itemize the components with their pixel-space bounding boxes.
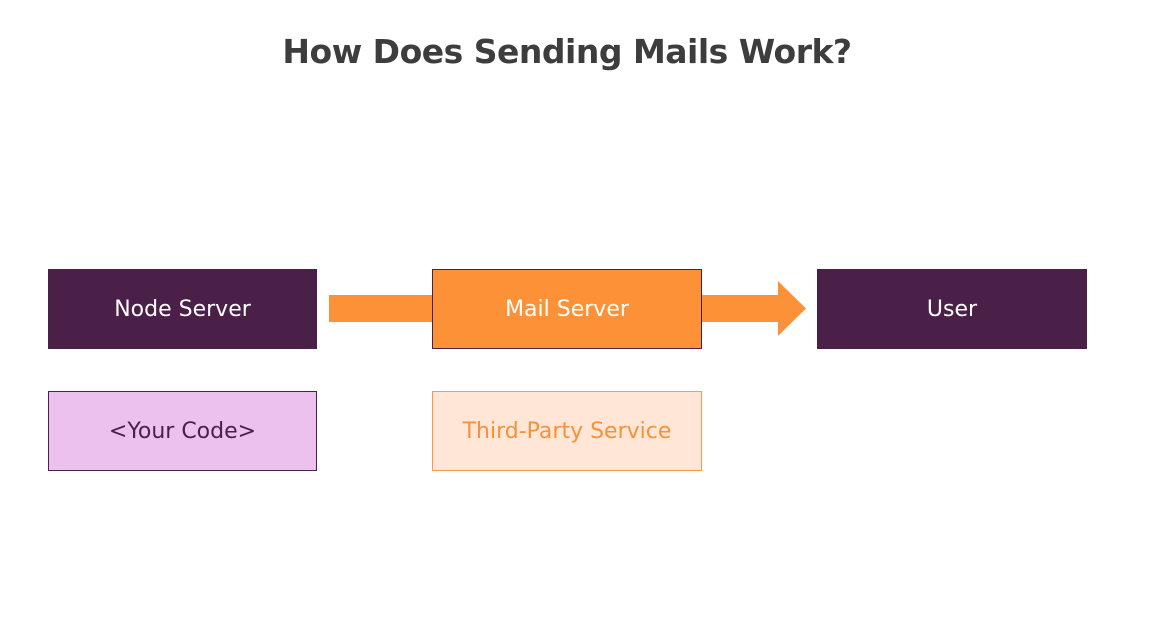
user-label: User — [926, 296, 978, 322]
slide-title: How Does Sending Mails Work? — [282, 32, 852, 71]
mail-server-label: Mail Server — [505, 296, 629, 322]
node-server-label: Node Server — [114, 296, 251, 322]
your-code-label: <Your Code> — [108, 418, 257, 444]
node-server-box: Node Server — [48, 269, 317, 349]
third-party-service-box: Third-Party Service — [432, 391, 702, 471]
mail-server-box: Mail Server — [432, 269, 702, 349]
your-code-box: <Your Code> — [48, 391, 317, 471]
third-party-service-label: Third-Party Service — [462, 418, 672, 444]
arrow-mail-to-user — [702, 281, 806, 336]
connector-node-to-mail — [329, 295, 433, 322]
user-box: User — [817, 269, 1087, 349]
